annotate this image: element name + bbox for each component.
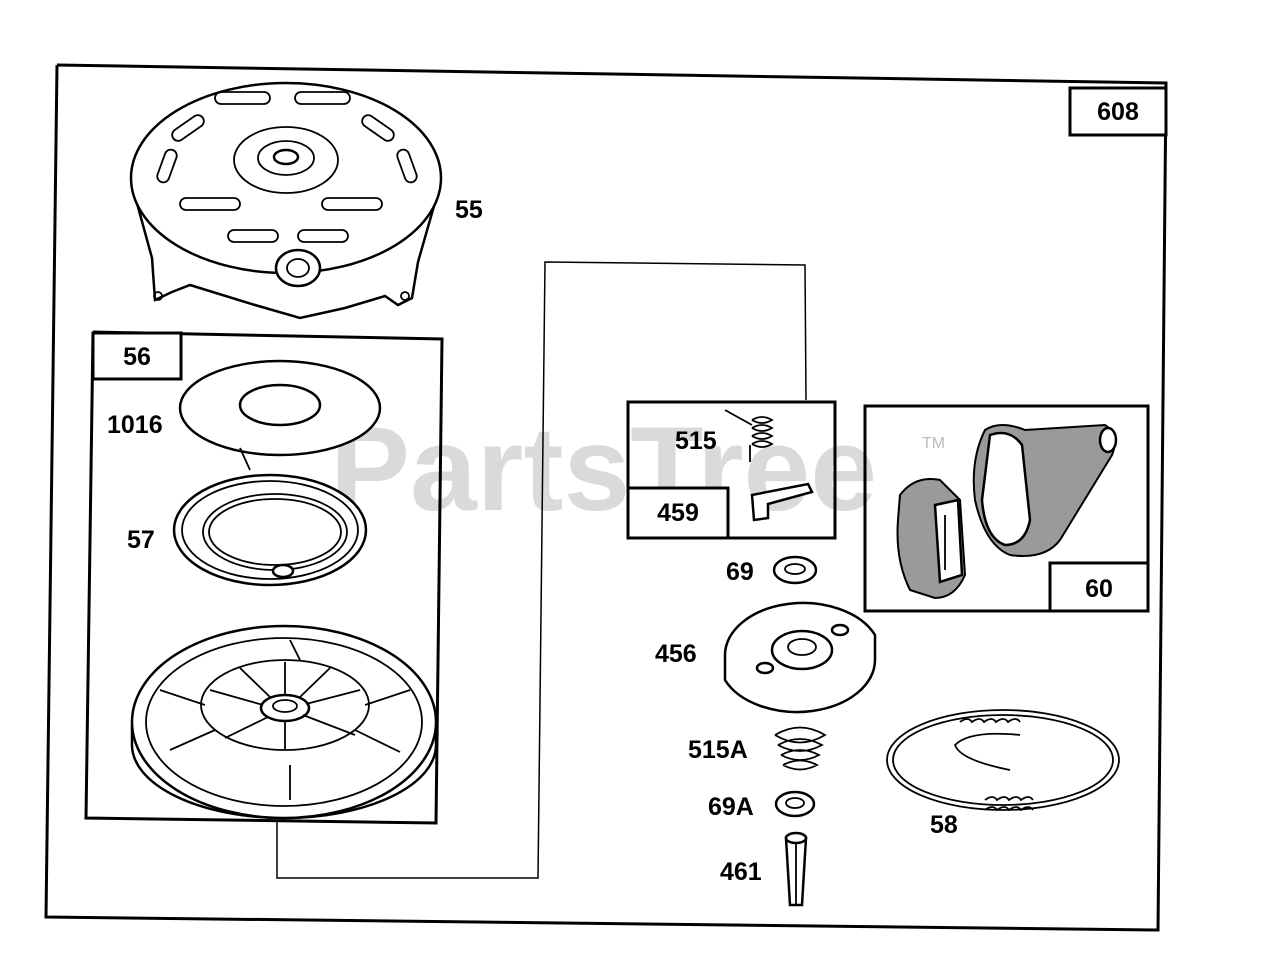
handle-insert-part[interactable] <box>896 478 967 600</box>
part-label-57[interactable]: 57 <box>127 526 155 554</box>
outer-frame <box>44 63 1168 932</box>
spring-part[interactable] <box>774 726 827 771</box>
pin-part[interactable] <box>784 831 808 907</box>
watermark: PartsTree <box>330 402 877 536</box>
pawl-group-box: 459 <box>626 400 837 540</box>
part-label-515A[interactable]: 515A <box>688 736 748 764</box>
connector-lines <box>276 261 807 879</box>
rope-part[interactable] <box>886 709 1120 812</box>
part-label-69A[interactable]: 69A <box>708 793 754 821</box>
rewind-spring-part[interactable] <box>172 447 368 587</box>
part-label-55[interactable]: 55 <box>455 196 483 224</box>
pulley-part[interactable] <box>130 624 438 820</box>
part-label-515[interactable]: 515 <box>675 427 717 455</box>
subgroup-label-56[interactable]: 56 <box>123 343 151 371</box>
retainer-part[interactable] <box>723 601 877 714</box>
part-label-69[interactable]: 69 <box>726 558 754 586</box>
part-label-456[interactable]: 456 <box>655 640 697 668</box>
washer-b-part[interactable] <box>774 790 816 818</box>
disc-part[interactable] <box>178 359 382 457</box>
washer-part[interactable] <box>772 555 818 585</box>
part-label-1016[interactable]: 1016 <box>107 411 163 439</box>
pawl-part[interactable] <box>750 482 814 522</box>
assembly-label-box[interactable]: 608 <box>1068 86 1168 137</box>
handle-part[interactable] <box>972 423 1118 557</box>
part-label-58[interactable]: 58 <box>930 811 958 839</box>
pawl-spring-part[interactable] <box>724 409 774 462</box>
handle-group-box: 60 <box>863 404 1150 613</box>
watermark-tm: TM <box>922 435 945 452</box>
assembly-label: 608 <box>1097 98 1139 126</box>
part-label-461[interactable]: 461 <box>720 858 762 886</box>
pulley-assembly-box: 56 <box>84 330 444 825</box>
subgroup-label-459[interactable]: 459 <box>657 499 699 527</box>
housing-part[interactable] <box>129 81 443 320</box>
subgroup-label-60[interactable]: 60 <box>1085 575 1113 603</box>
